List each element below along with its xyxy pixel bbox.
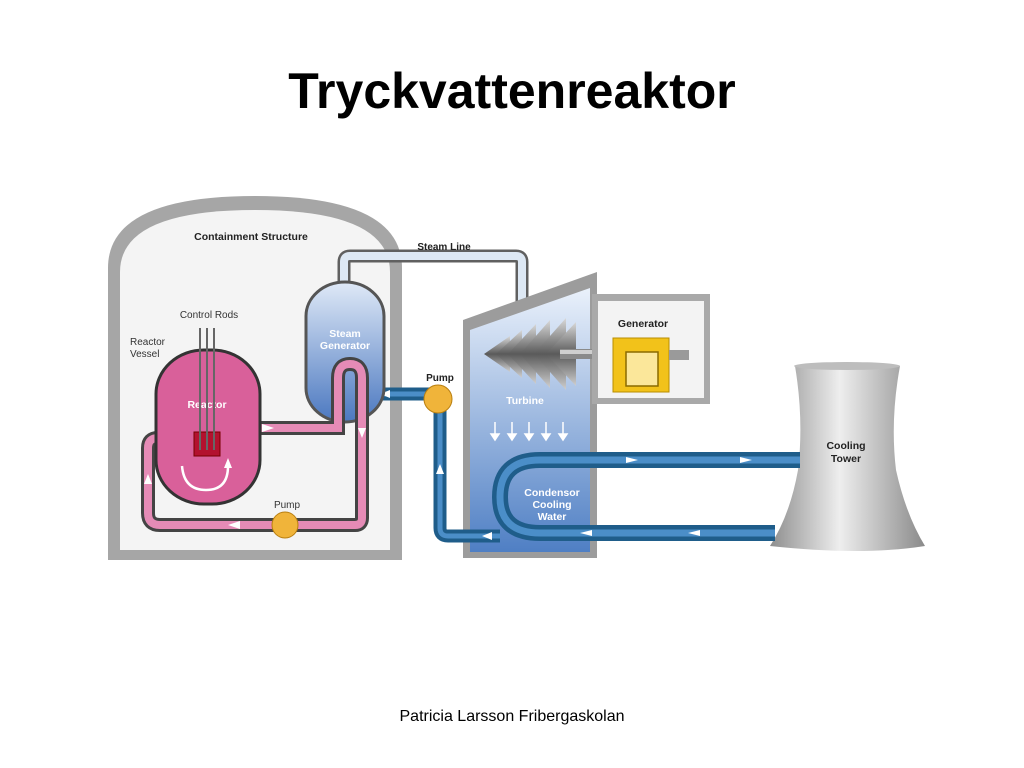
condensor-label-3: Water — [538, 511, 567, 523]
condensor-label-1: Condensor — [524, 487, 579, 499]
pump-secondary-label: Pump — [426, 373, 454, 384]
reactor-vessel-label-2: Vessel — [130, 349, 159, 360]
feedwater-flow-arrows — [380, 390, 492, 540]
page-title: Tryckvattenreaktor — [288, 63, 736, 119]
steam-generator-label-2: Generator — [320, 340, 370, 352]
condenser-flow-arrows — [580, 457, 752, 536]
control-rods-label: Control Rods — [180, 310, 238, 321]
pump-primary — [271, 511, 299, 539]
primary-flow-arrows — [144, 424, 366, 529]
pump-secondary — [423, 384, 453, 414]
cooling-tower — [770, 366, 925, 551]
steam-generator-label-1: Steam — [329, 328, 361, 340]
turbine-flow-arrows — [489, 422, 569, 442]
cooling-tower-label-2: Tower — [831, 453, 861, 465]
turbine-label: Turbine — [506, 395, 544, 407]
reactor-flow-arrow — [180, 465, 230, 492]
generator-label: Generator — [618, 318, 668, 330]
pump-primary-label: Pump — [274, 500, 301, 511]
footer-credit: Patricia Larsson Fribergaskolan — [399, 708, 625, 725]
steam-line-label: Steam Line — [417, 242, 471, 253]
containment-label: Containment Structure — [194, 231, 308, 243]
condensor-label-2: Cooling — [532, 499, 571, 511]
control-rods — [199, 328, 215, 450]
reactor-vessel-label-1: Reactor — [130, 337, 166, 348]
cooling-tower-label-1: Cooling — [826, 440, 865, 452]
